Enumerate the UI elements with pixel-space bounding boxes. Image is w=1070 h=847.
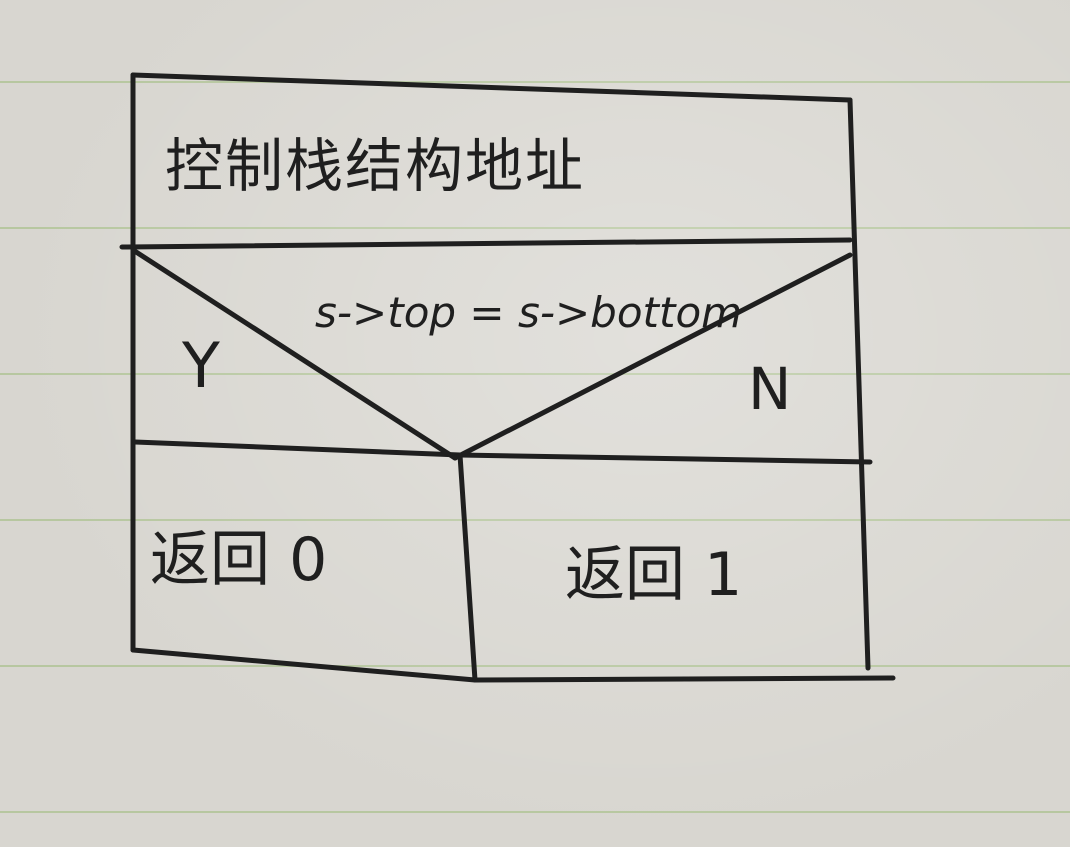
condition-text: s->top = s->bottom bbox=[315, 288, 743, 337]
no-action-text: 返回 1 bbox=[565, 540, 743, 610]
branch-divider bbox=[457, 452, 478, 683]
yes-diagonal bbox=[130, 247, 458, 461]
yes-action-text: 返回 0 bbox=[150, 525, 328, 595]
yes-branch-label: Y bbox=[182, 329, 220, 402]
no-diagonal bbox=[452, 252, 853, 461]
condition-divider bbox=[132, 439, 873, 465]
box-right-border bbox=[847, 97, 871, 671]
diagram-title: 控制栈结构地址 bbox=[165, 132, 586, 200]
header-divider bbox=[119, 237, 853, 250]
box-top-border bbox=[130, 72, 853, 103]
no-branch-label: N bbox=[748, 355, 792, 423]
box-bottom-border bbox=[130, 647, 896, 683]
